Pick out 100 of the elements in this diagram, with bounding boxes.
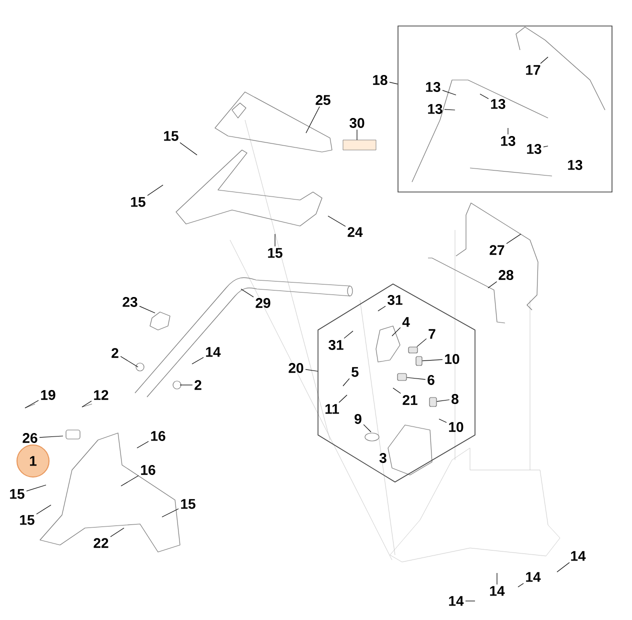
callout-number: 13 <box>527 144 542 154</box>
callout-number: 3 <box>379 453 386 463</box>
leader-line <box>540 56 548 64</box>
inset-frame <box>318 284 476 482</box>
leader-line <box>139 306 156 314</box>
leader-line <box>39 436 64 438</box>
callout-number: 19 <box>41 390 56 400</box>
callout-number: 15 <box>10 489 24 499</box>
callout-number: 25 <box>316 95 330 105</box>
callout-number: 28 <box>498 270 514 280</box>
leader-line <box>344 330 354 339</box>
leader-line <box>36 504 52 514</box>
leader-line <box>120 475 139 486</box>
callout-number: 10 <box>445 354 460 364</box>
callout-number: 14 <box>490 586 505 596</box>
callout-number: 9 <box>354 414 362 424</box>
leader-line <box>136 441 149 448</box>
leader-line <box>496 572 498 585</box>
leader-line <box>444 109 456 110</box>
callout-number: 15 <box>268 248 282 258</box>
callout-number: 17 <box>526 65 540 75</box>
leader-line <box>480 94 489 100</box>
leader-line <box>363 424 372 432</box>
leader-line <box>442 90 456 96</box>
leader-line <box>82 400 92 408</box>
callout-number: 16 <box>151 431 166 441</box>
callout-number: 12 <box>94 390 108 400</box>
part-drawing <box>408 346 418 354</box>
inset-frame <box>398 26 612 192</box>
leader-line <box>180 142 198 156</box>
callout-number: 14 <box>206 347 221 357</box>
leader-line <box>356 129 358 140</box>
callout-number: 14 <box>526 572 541 582</box>
leader-line <box>147 184 164 196</box>
leader-line <box>26 484 46 492</box>
leader-line <box>392 388 401 394</box>
leader-line <box>506 234 522 244</box>
leader-line <box>378 306 386 312</box>
callout-number: 26 <box>22 433 38 443</box>
callout-number: 30 <box>350 118 364 128</box>
callout-number: 15 <box>131 197 146 207</box>
callout-number: 24 <box>348 227 363 237</box>
leader-line <box>110 528 124 538</box>
callout-number: 13 <box>568 160 582 170</box>
leader-line <box>406 377 426 380</box>
leader-line <box>556 562 570 572</box>
callout-number: 21 <box>402 395 418 405</box>
callout-number: 15 <box>20 515 34 525</box>
leader-line <box>465 600 476 602</box>
callout-number: 11 <box>325 404 340 414</box>
callout-number: 4 <box>402 317 410 327</box>
leader-line <box>120 356 138 368</box>
leader-line <box>338 394 348 403</box>
callout-number: 27 <box>490 245 504 255</box>
callout-number: 13 <box>491 99 506 109</box>
callout-number: 7 <box>428 329 436 339</box>
callout-number: 5 <box>352 367 359 377</box>
callout-number: 31 <box>388 295 402 305</box>
callout-number: 14 <box>571 551 586 561</box>
leader-line <box>389 82 398 84</box>
leader-line <box>274 234 276 247</box>
callout-number: 15 <box>164 131 178 141</box>
callout-number: 29 <box>256 298 270 308</box>
callout-number: 20 <box>288 363 304 373</box>
part-drawing <box>416 356 422 366</box>
callout-number: 14 <box>449 596 464 606</box>
callout-number: 2 <box>112 348 118 358</box>
leader-line <box>192 357 204 364</box>
leader-line <box>422 359 443 362</box>
callout-number: 8 <box>452 394 458 404</box>
callout-number: 16 <box>141 465 156 475</box>
leader-line <box>24 400 39 408</box>
callout-number: 13 <box>428 104 442 114</box>
leader-line <box>488 281 498 288</box>
leader-line <box>162 508 179 518</box>
callout-number: 2 <box>194 380 202 390</box>
leader-line <box>306 106 320 134</box>
leader-line <box>518 583 524 588</box>
leader-line <box>240 288 254 298</box>
part-drawing <box>429 397 437 407</box>
leader-line <box>416 338 427 347</box>
leader-line <box>543 146 548 148</box>
leader-line <box>436 399 450 402</box>
callout-number: 13 <box>501 136 516 146</box>
leader-line <box>305 369 318 372</box>
callout-number: 18 <box>373 75 388 85</box>
callout-number: 22 <box>94 538 108 548</box>
callout-number: 23 <box>122 297 138 307</box>
leader-line <box>342 378 350 386</box>
leader-line <box>328 216 346 227</box>
callout-number: 6 <box>428 375 434 385</box>
leader-line <box>392 327 401 336</box>
leader-line <box>438 418 447 423</box>
callout-number: 15 <box>181 499 196 509</box>
callout-number: 10 <box>449 422 464 432</box>
callout-number: 13 <box>426 82 440 92</box>
callout-number: 31 <box>328 340 344 350</box>
callout-number: 1 <box>16 444 50 478</box>
leader-line <box>180 384 193 386</box>
part-drawing <box>397 373 407 381</box>
